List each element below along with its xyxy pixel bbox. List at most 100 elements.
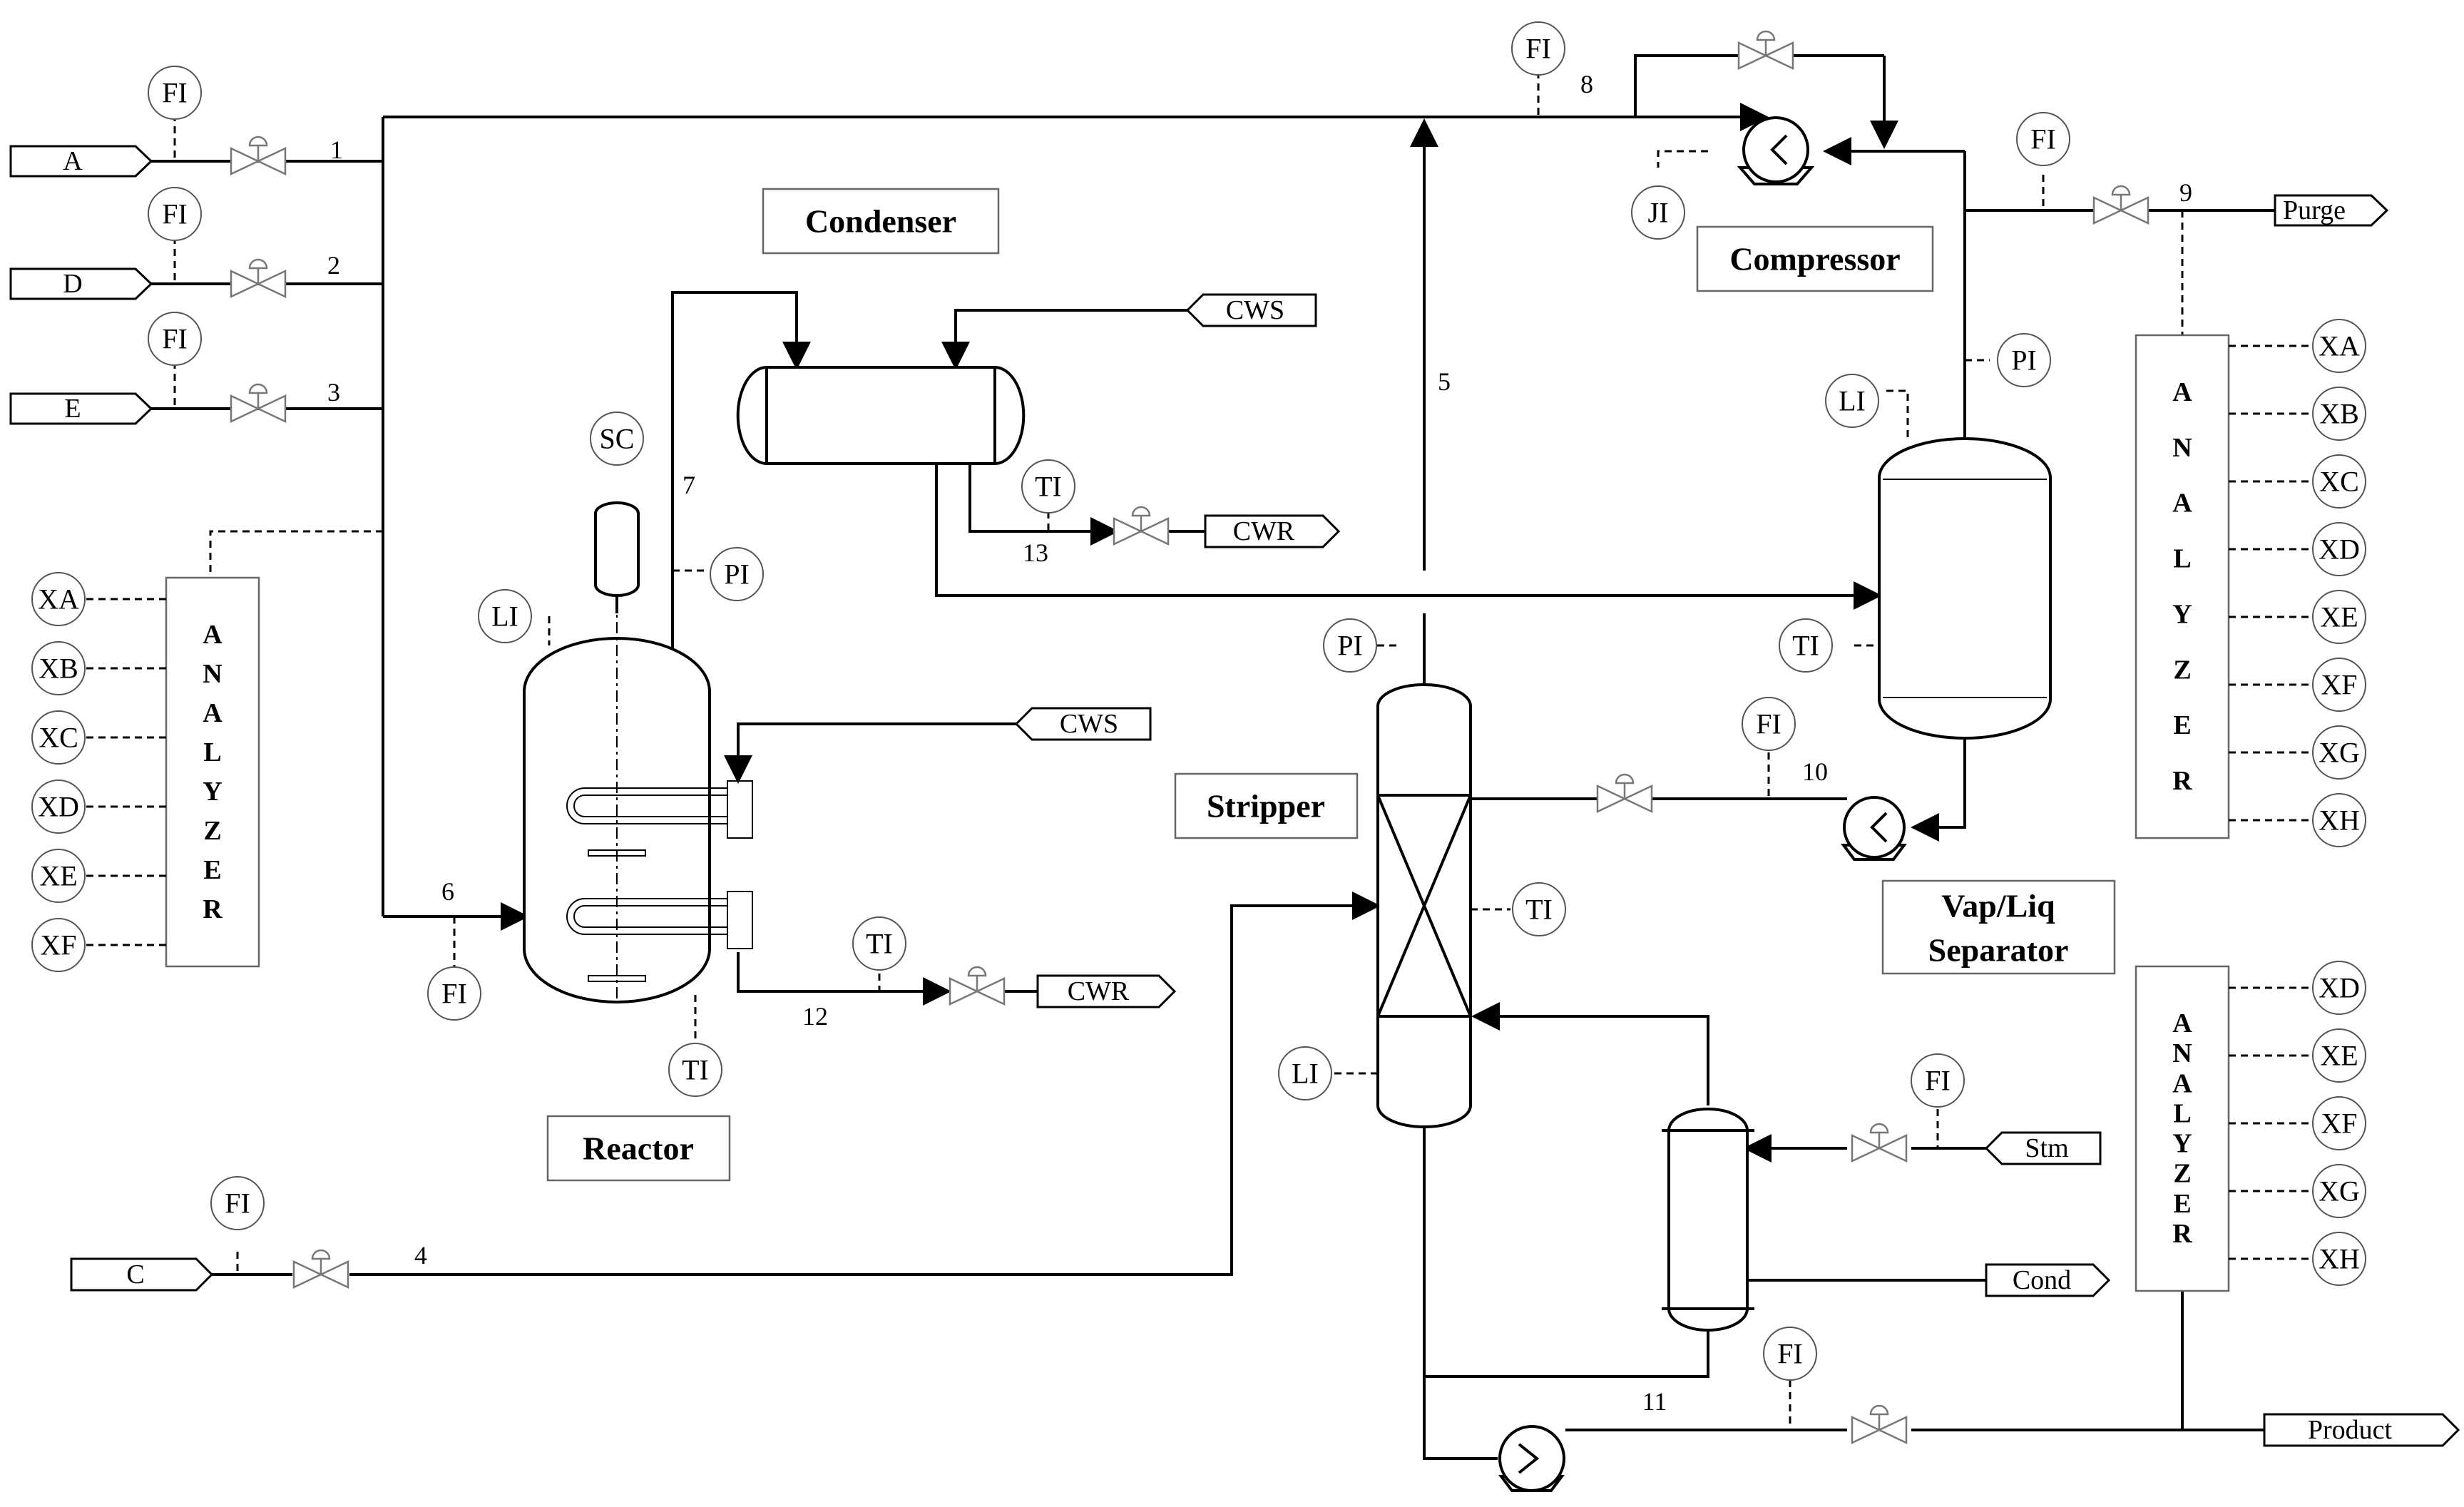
cond-tag[interactable]: Cond: [1985, 1263, 2111, 1297]
analyzer-output-label: XF: [2321, 1108, 2357, 1140]
reactor-vessel[interactable]: [523, 599, 753, 1003]
analyzer-output-label: XH: [2319, 804, 2360, 837]
stripper-label: Stripper: [1207, 788, 1325, 824]
li-separator[interactable]: LI: [1825, 374, 1879, 428]
pi-reactor[interactable]: PI: [710, 547, 764, 601]
ti-stripper[interactable]: TI: [1512, 882, 1566, 936]
analyzer-output-xb[interactable]: XB: [2312, 387, 2366, 441]
analyzer-output-label: XE: [39, 860, 77, 892]
stripper-column[interactable]: [1376, 683, 1472, 1128]
fi-feed-c[interactable]: FI: [210, 1176, 265, 1230]
fi-feed-a[interactable]: FI: [148, 66, 202, 120]
analyzer-output-xe[interactable]: XE: [2312, 590, 2366, 644]
fi-purge[interactable]: FI: [2016, 112, 2070, 166]
stream-numbers: 1 2 3 4 5 6 7 8 9 10 11 12 13: [327, 70, 2192, 1416]
analyzer-output-xh[interactable]: XH: [2312, 793, 2366, 847]
analyzer-output-xd[interactable]: XD: [2312, 522, 2366, 576]
cwr-reactor-tag[interactable]: CWR: [1036, 974, 1177, 1008]
cwr-condenser-tag[interactable]: CWR: [1204, 514, 1341, 548]
analyzer-output-xa[interactable]: XA: [31, 572, 86, 626]
compressor[interactable]: [1737, 116, 1815, 185]
control-valve-purge[interactable]: [2092, 185, 2149, 225]
feed-a-tag[interactable]: A: [9, 145, 153, 178]
svg-text:FI: FI: [441, 978, 467, 1010]
analyzer-left-letter: Z: [203, 816, 221, 846]
stream-number-13: 13: [1023, 538, 1048, 567]
analyzer-output-xf[interactable]: XF: [31, 918, 86, 972]
analyzer-output-xe[interactable]: XE: [31, 849, 86, 903]
control-valve-a[interactable]: [230, 136, 287, 175]
analyzer-output-xg[interactable]: XG: [2312, 1164, 2366, 1218]
analyzer-output-xe[interactable]: XE: [2312, 1028, 2366, 1083]
analyzer-output-xa[interactable]: XA: [2312, 319, 2366, 373]
ji-compressor[interactable]: JI: [1631, 185, 1685, 240]
analyzer-output-label: XF: [40, 929, 76, 961]
vap-liq-separator-vessel[interactable]: [1878, 437, 2052, 740]
stream-number-6: 6: [441, 877, 454, 906]
svg-text:FI: FI: [1525, 33, 1551, 65]
analyzer-output-xh[interactable]: XH: [2312, 1232, 2366, 1286]
sc-agitator[interactable]: SC: [590, 412, 644, 466]
product-label: Product: [2308, 1415, 2393, 1445]
feed-e-tag[interactable]: E: [9, 392, 153, 425]
control-valve-product[interactable]: [1851, 1404, 1908, 1444]
control-valve-recycle[interactable]: [1737, 30, 1794, 70]
analyzer-output-xc[interactable]: XC: [2312, 454, 2366, 509]
ti-reactor-cw[interactable]: TI: [852, 916, 906, 971]
analyzer-output-xd[interactable]: XD: [2312, 961, 2366, 1015]
ti-separator[interactable]: TI: [1779, 618, 1833, 673]
li-stripper[interactable]: LI: [1278, 1046, 1332, 1100]
feed-d-tag[interactable]: D: [9, 267, 153, 300]
stripper-reboiler[interactable]: [1662, 1108, 1754, 1332]
ti-condenser[interactable]: TI: [1021, 459, 1075, 514]
stream-number-9: 9: [2179, 178, 2192, 207]
ti-reactor[interactable]: TI: [668, 1043, 722, 1097]
fi-steam[interactable]: FI: [1911, 1053, 1965, 1108]
svg-text:PI: PI: [724, 558, 750, 591]
control-valve-underflow[interactable]: [1596, 773, 1653, 813]
analyzer-output-xd[interactable]: XD: [31, 780, 86, 834]
analyzer-output-label: XD: [2319, 972, 2360, 1004]
analyzer-output-xc[interactable]: XC: [31, 710, 86, 765]
fi-feed-d[interactable]: FI: [148, 187, 202, 241]
svg-text:LI: LI: [1292, 1058, 1319, 1090]
underflow-pump[interactable]: [1841, 796, 1907, 861]
product-pump[interactable]: [1498, 1425, 1565, 1492]
feed-c-tag[interactable]: C: [70, 1257, 214, 1292]
purge-tag[interactable]: Purge: [2274, 194, 2389, 227]
analyzer-output-xb[interactable]: XB: [31, 641, 86, 695]
cws-reactor-tag[interactable]: CWS: [1014, 707, 1152, 741]
control-valve-d[interactable]: [230, 258, 287, 298]
analyzer-product-letter: N: [2172, 1038, 2192, 1068]
analyzer-output-label: XD: [38, 791, 79, 823]
analyzer-output-xf[interactable]: XF: [2312, 1096, 2366, 1150]
fi-recycle[interactable]: FI: [1511, 21, 1565, 76]
condenser-vessel[interactable]: [736, 366, 1026, 465]
pi-stripper[interactable]: PI: [1323, 618, 1377, 673]
analyzer-output-xg[interactable]: XG: [2312, 725, 2366, 780]
fi-reactor-feed[interactable]: FI: [427, 966, 481, 1021]
svg-text:FI: FI: [162, 323, 188, 355]
fi-underflow[interactable]: FI: [1742, 697, 1796, 751]
analyzer-output-label: XG: [2319, 1175, 2360, 1207]
product-tag[interactable]: Product: [2263, 1413, 2460, 1447]
fi-feed-e[interactable]: FI: [148, 312, 202, 366]
control-valve-steam[interactable]: [1851, 1123, 1908, 1163]
control-valve-condenser-cw[interactable]: [1113, 506, 1170, 546]
li-reactor[interactable]: LI: [478, 589, 532, 643]
control-valve-reactor-cw[interactable]: [949, 966, 1006, 1006]
control-valve-e[interactable]: [230, 383, 287, 423]
reactor-agitator-motor[interactable]: [594, 501, 640, 613]
cws-condenser-tag[interactable]: CWS: [1185, 293, 1317, 327]
fi-product[interactable]: FI: [1763, 1327, 1817, 1381]
control-valve-c[interactable]: [292, 1249, 349, 1289]
svg-text:FI: FI: [1925, 1065, 1951, 1097]
steam-tag[interactable]: Stm: [1984, 1131, 2102, 1165]
analyzer-purge-letter: R: [2172, 766, 2192, 796]
analyzer-output-xf[interactable]: XF: [2312, 658, 2366, 712]
analyzer-purge-letter: E: [2173, 710, 2191, 740]
pi-separator[interactable]: PI: [1997, 333, 2051, 387]
